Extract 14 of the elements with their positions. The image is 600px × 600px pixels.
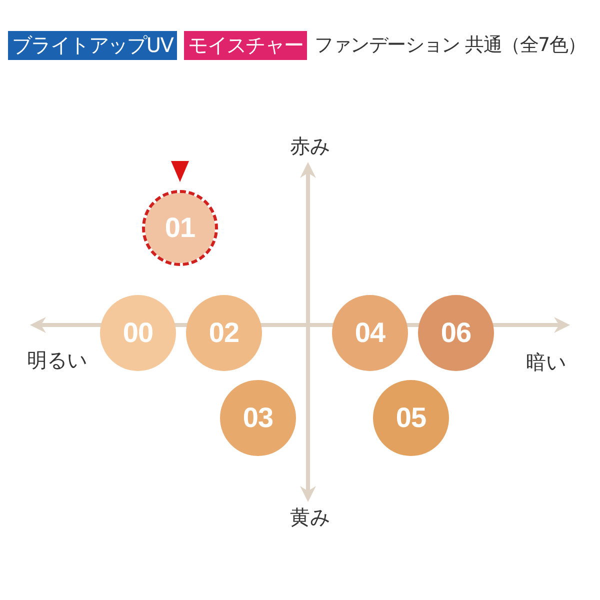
heading-text: ファンデーション 共通（全7色）: [314, 33, 586, 58]
label-tag: モイスチャー: [184, 31, 308, 60]
shade-circle: 06: [418, 295, 494, 371]
shade-circle: 00: [100, 295, 176, 371]
shade-circle: 03: [220, 380, 296, 456]
shade-circle: 02: [186, 295, 262, 371]
axis-label: 明るい: [27, 348, 87, 372]
shade-circle: 01: [142, 190, 218, 266]
axis-label: 暗い: [526, 350, 566, 374]
shade-circle: 04: [332, 295, 408, 371]
shade-circle: 05: [373, 380, 449, 456]
axis-label: 赤み: [290, 134, 330, 158]
label-tag: ブライトアップUV: [8, 31, 178, 60]
axis-label: 黄み: [290, 505, 330, 529]
